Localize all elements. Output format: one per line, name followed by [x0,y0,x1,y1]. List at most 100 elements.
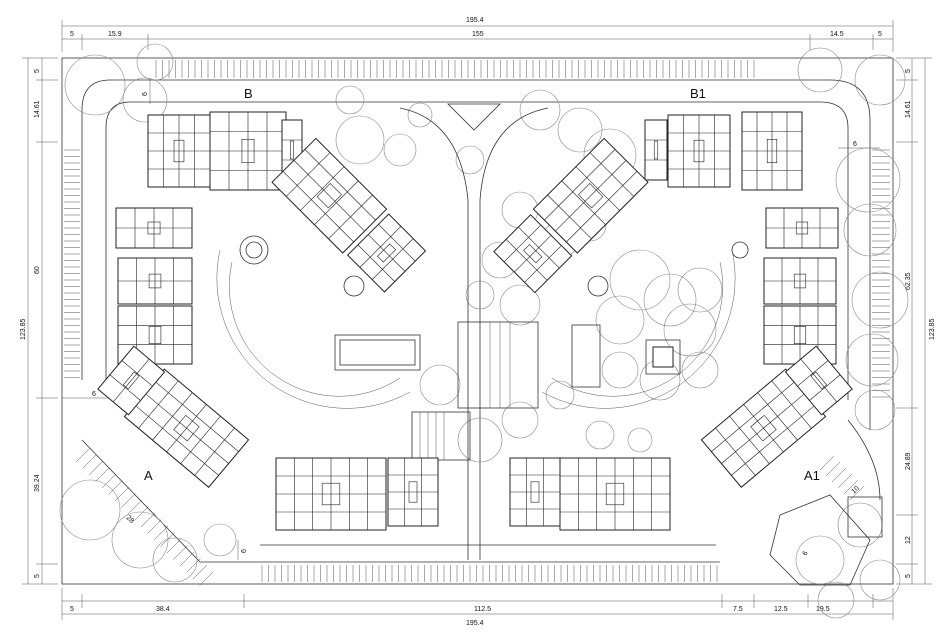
building-outline [653,140,659,160]
parking-stall-line [101,473,117,489]
dim-bottom-seg-1: 7.5 [733,606,743,613]
dim-bottom-left-segment: 38.4 [156,606,170,613]
parking-stall-line [95,467,110,482]
tree-canopy [627,427,653,453]
tree-canopy [455,145,485,175]
building-outline [367,234,406,272]
building-cluster [115,207,193,365]
parking-stall-line [825,461,841,477]
building-cluster [700,345,853,488]
parking-stall-line [88,460,104,476]
tree-canopy [122,77,168,123]
building-outline [809,374,841,401]
tree-canopy [854,389,896,431]
parking-stall-line [108,480,123,495]
building-outline [173,139,185,163]
building-label-b1: B1 [690,86,706,101]
building-outline [121,360,153,387]
tree-canopy [335,115,385,165]
dim-left-middle: 60 [34,266,41,274]
dim-small-6-e: 6 [802,550,810,557]
tree-canopy [859,559,901,601]
dim-bottom-middle: 112.5 [474,606,491,613]
dim-top-left-segment: 15.9 [108,31,122,38]
tree-canopy [383,133,417,167]
dim-top-left-offset: 5 [70,31,74,38]
parking-stall-line [82,454,97,469]
dim-left-top-offset: 5 [34,69,41,73]
dim-small-6-d: 6 [241,549,248,553]
tree-canopy [837,502,883,548]
dim-bottom-seg-2: 12.5 [774,606,788,613]
tree-canopy [557,107,603,153]
building-outline [144,392,229,464]
building-cluster [97,345,250,488]
building-outline [578,183,604,209]
building-outline [810,371,828,390]
building-outline [321,482,341,506]
parking-stall-line [121,493,136,508]
tree-canopy [681,351,719,389]
parking-stall-line [843,479,859,495]
building-outline [795,221,809,235]
building-outline [555,160,627,232]
parking-stall-line [114,486,130,502]
site-boundary [61,57,894,585]
building-outline [241,139,255,164]
tree-canopy [817,581,855,619]
tree-canopy [136,43,174,81]
dim-left-total: 123.85 [20,318,27,340]
parking-stall-line [192,564,208,580]
tree-canopy [203,523,237,557]
building-outline [147,221,161,235]
tree-canopy [407,102,433,128]
tree-canopy [835,147,901,213]
building-outline [377,243,397,263]
dim-small-6-c: 6 [92,391,96,398]
residential-buildings [97,111,853,531]
building-outline [290,140,294,160]
dim-right-middle: 62.35 [905,272,912,290]
parking-stall-line [153,525,169,541]
dim-top-total: 195.4 [466,17,484,24]
building-outline [523,244,543,264]
dim-bottom-seg-3: 19.5 [816,606,830,613]
building-outline [693,139,705,163]
parking-stall-line [837,473,853,489]
building-label-a1: A1 [804,468,820,483]
parking-stall-line [166,538,182,554]
dim-left-lower: 39.24 [34,474,41,492]
dim-right-total: 123.85 [929,318,936,340]
tree-canopy [851,271,909,329]
building-cluster [509,457,671,531]
building-cluster [271,137,427,293]
tree-canopy [519,89,561,131]
parking-stall-line [179,551,195,567]
dimension-labels: 195.4 5 15.9 155 14.5 5 195.4 5 38.4 112… [20,17,936,627]
central-landscape [216,103,883,586]
building-outline [721,392,806,464]
building-outline [154,380,239,452]
tree-canopy [854,54,906,106]
tree-canopy [545,380,575,410]
parking-stall-line [186,558,201,573]
building-cluster [275,457,439,531]
parking-stall-line [75,447,91,463]
dim-right-seg-12: 12 [905,536,912,544]
building-cluster [644,111,803,191]
building-outline [316,183,342,209]
building-outline [148,273,162,289]
building-outline [514,235,552,273]
parking-stall-line [831,467,847,483]
building-outline [408,481,418,503]
tree-canopy [59,479,121,541]
dimension-lines [22,20,932,620]
building-outline [605,482,625,506]
building-outline [800,358,838,403]
building-outline [544,149,616,221]
parking-stall-line [199,571,214,586]
building-outline [304,149,376,221]
building-label-b: B [244,86,253,101]
building-outline [112,358,150,403]
